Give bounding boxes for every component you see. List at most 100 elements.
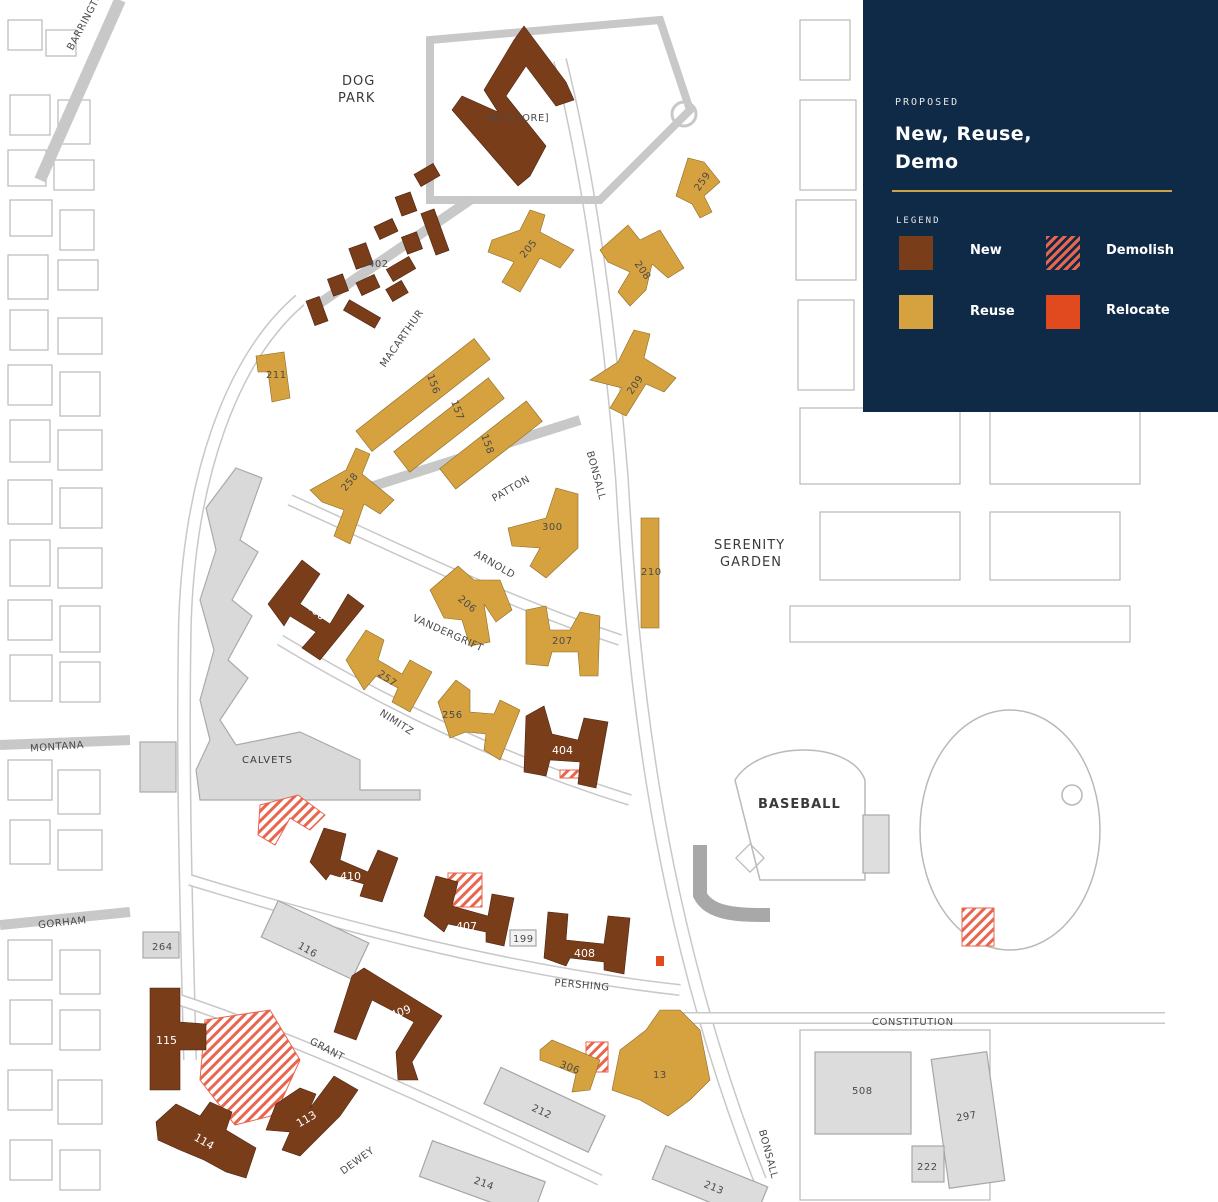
- label-407: 407: [456, 920, 477, 933]
- swatch-new: [899, 236, 933, 270]
- calvets-complex: [139, 467, 421, 959]
- relocate-marker: [656, 956, 664, 966]
- road-barrington: [34, 0, 126, 183]
- building-508: [814, 1051, 912, 1135]
- label-404: 404: [552, 744, 573, 757]
- demolish-area-north-410: [257, 794, 326, 846]
- legend-label-demolish: Demolish: [1106, 243, 1174, 258]
- label-410: 410: [340, 870, 361, 883]
- building-211: [255, 351, 291, 403]
- building-407: [423, 875, 515, 947]
- west-neighborhood-blocks: [7, 19, 103, 1191]
- building-214: [418, 1139, 546, 1202]
- building-113: [265, 1075, 359, 1157]
- legend-label-relocate: Relocate: [1106, 303, 1170, 318]
- demolish-area-track: [961, 907, 995, 947]
- label-210: 210: [641, 567, 662, 578]
- new-buildings: [149, 25, 631, 1179]
- label-211: 211: [266, 370, 287, 381]
- label-13: 13: [653, 1070, 667, 1081]
- legend-divider: [892, 190, 1172, 192]
- label-serenity-2: GARDEN: [720, 555, 782, 570]
- building-116: [260, 899, 370, 981]
- swatch-reuse: [899, 295, 933, 329]
- legend-label-reuse: Reuse: [970, 304, 1015, 319]
- building-115: [149, 987, 207, 1091]
- baseball-diamond: [735, 843, 765, 873]
- road-gorham: [0, 907, 131, 930]
- label-199: 199: [513, 934, 534, 945]
- street-macarthur: MACARTHUR: [378, 308, 426, 370]
- road-montana: [0, 735, 131, 750]
- building-207: [525, 605, 601, 677]
- building-208: [599, 224, 685, 307]
- street-dewey: DEWEY: [339, 1145, 377, 1177]
- swatch-demolish: [1046, 236, 1080, 270]
- building-13: [611, 1009, 711, 1117]
- label-300: 300: [542, 522, 563, 533]
- building-212: [483, 1066, 606, 1154]
- label-408: 408: [574, 947, 595, 960]
- track-marker: [1061, 784, 1083, 806]
- road-arnold-inner: [288, 495, 622, 645]
- label-297: 297: [955, 1110, 977, 1124]
- legend-kicker: PROPOSED: [895, 97, 960, 108]
- label-115: 115: [156, 1034, 177, 1047]
- building-209: [589, 329, 677, 417]
- building-157: [393, 377, 505, 473]
- label-calvets: CALVETS: [242, 755, 293, 766]
- baseball-field: [734, 749, 866, 881]
- building-258: [309, 447, 395, 545]
- building-408: [543, 911, 631, 975]
- building-222: [911, 1145, 945, 1183]
- roundabout: [670, 100, 698, 128]
- street-pershing: PERSHING: [554, 978, 610, 994]
- label-264: 264: [152, 942, 173, 953]
- label-401: 401 [CORE]: [486, 113, 549, 124]
- building-402-cluster: [305, 163, 450, 329]
- street-arnold: ARNOLD: [472, 549, 517, 581]
- grandstand: [693, 845, 771, 922]
- building-400: [267, 559, 365, 661]
- label-baseball: BASEBALL: [758, 797, 841, 812]
- label-508: 508: [852, 1086, 873, 1097]
- building-199: [509, 929, 537, 947]
- building-297: [930, 1051, 1006, 1189]
- road-pershing-inner: [188, 875, 681, 995]
- building-205: [487, 209, 575, 293]
- label-256: 256: [442, 710, 463, 721]
- building-404: [523, 705, 609, 789]
- track-oval: [919, 709, 1101, 951]
- building-409: [333, 967, 443, 1081]
- label-207: 207: [552, 636, 573, 647]
- legend-heading: LEGEND: [896, 216, 941, 226]
- label-402: 402: [368, 259, 389, 270]
- street-patton: PATTON: [490, 474, 532, 504]
- building-306: [539, 1039, 601, 1093]
- street-constitution: CONSTITUTION: [872, 1017, 954, 1028]
- building-410: [309, 827, 399, 903]
- label-dog-park-1: DOG: [342, 74, 375, 89]
- building-210: [640, 517, 660, 629]
- building-256: [437, 679, 521, 761]
- label-serenity-1: SERENITY: [714, 538, 785, 553]
- label-222: 222: [917, 1162, 938, 1173]
- building-206: [429, 565, 513, 647]
- building-257: [345, 629, 433, 713]
- street-bonsall-n: BONSALL: [584, 450, 608, 501]
- swatch-relocate: [1046, 295, 1080, 329]
- label-dog-park-2: PARK: [338, 91, 375, 106]
- street-gorham: GORHAM: [38, 915, 87, 931]
- street-montana: MONTANA: [30, 740, 85, 755]
- building-401: [451, 25, 575, 187]
- legend-title: New, Reuse, Demo: [895, 123, 1032, 173]
- building-300: [507, 487, 579, 579]
- existing-buildings: [260, 899, 1006, 1202]
- building-156: [355, 338, 491, 452]
- field-building: [862, 814, 890, 874]
- place-labels: DOG PARK SERENITY GARDEN BASEBALL CALVET…: [242, 74, 841, 812]
- building-114: [155, 1101, 257, 1179]
- legend-label-new: New: [970, 243, 1002, 258]
- building-259: [675, 157, 721, 219]
